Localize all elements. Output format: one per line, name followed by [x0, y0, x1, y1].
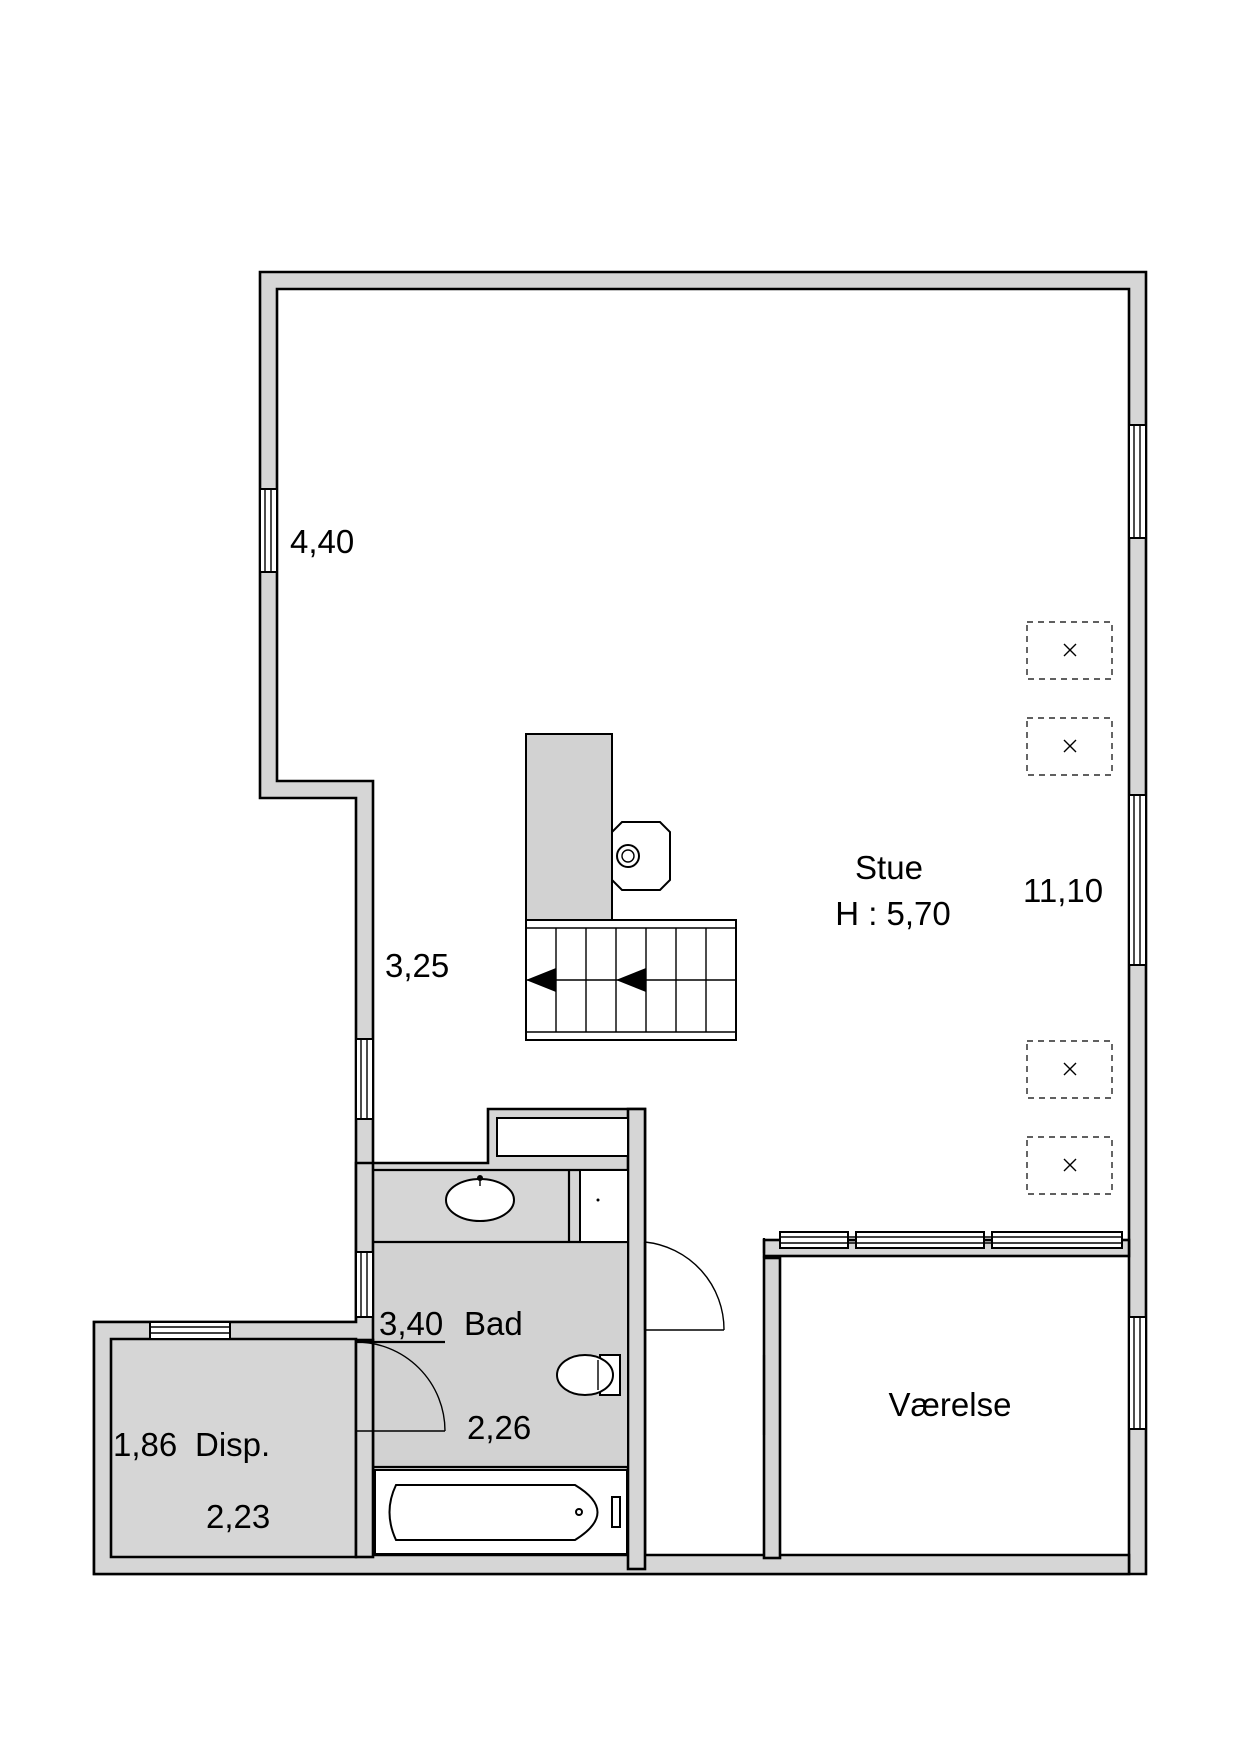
bathtub	[374, 1469, 628, 1555]
dimension-east: 11,10	[1023, 872, 1103, 909]
bath-partitions	[373, 1117, 629, 1469]
stair-landing	[525, 733, 613, 921]
bath-width: 3,40	[379, 1305, 443, 1342]
doors	[355, 1238, 766, 1435]
bath-east-wall	[626, 1107, 647, 1571]
stair-arrow-icon	[526, 968, 556, 992]
labels: 4,40 3,25 11,10 Stue H : 5,70 3,40 Bad 2…	[113, 523, 1103, 1535]
cabinet-dot	[596, 1198, 600, 1202]
dimension-west-upper: 4,40	[290, 523, 354, 560]
bath-depth: 2,26	[467, 1409, 531, 1446]
closet-top	[496, 1117, 629, 1157]
toilet	[556, 1354, 621, 1396]
windows	[149, 424, 1147, 1430]
stair-arrow-icon	[616, 968, 646, 992]
storage-width: 1,86	[113, 1426, 177, 1463]
bedroom-west-wall	[762, 1256, 782, 1560]
skylights	[1026, 621, 1113, 1195]
washbasin	[445, 1175, 515, 1222]
room-name-storage: Disp.	[195, 1426, 270, 1463]
room-height-living: H : 5,70	[835, 895, 951, 932]
room-name-bathroom: Bad	[464, 1305, 523, 1342]
room-name-living: Stue	[855, 849, 923, 886]
bath-cabinet	[579, 1169, 629, 1243]
bath-storage-wall	[354, 1338, 375, 1559]
room-name-bedroom: Værelse	[889, 1386, 1012, 1423]
storage-depth: 2,23	[206, 1498, 270, 1535]
staircase	[525, 733, 737, 1041]
stove	[611, 821, 671, 891]
dimension-west-lower: 3,25	[385, 947, 449, 984]
